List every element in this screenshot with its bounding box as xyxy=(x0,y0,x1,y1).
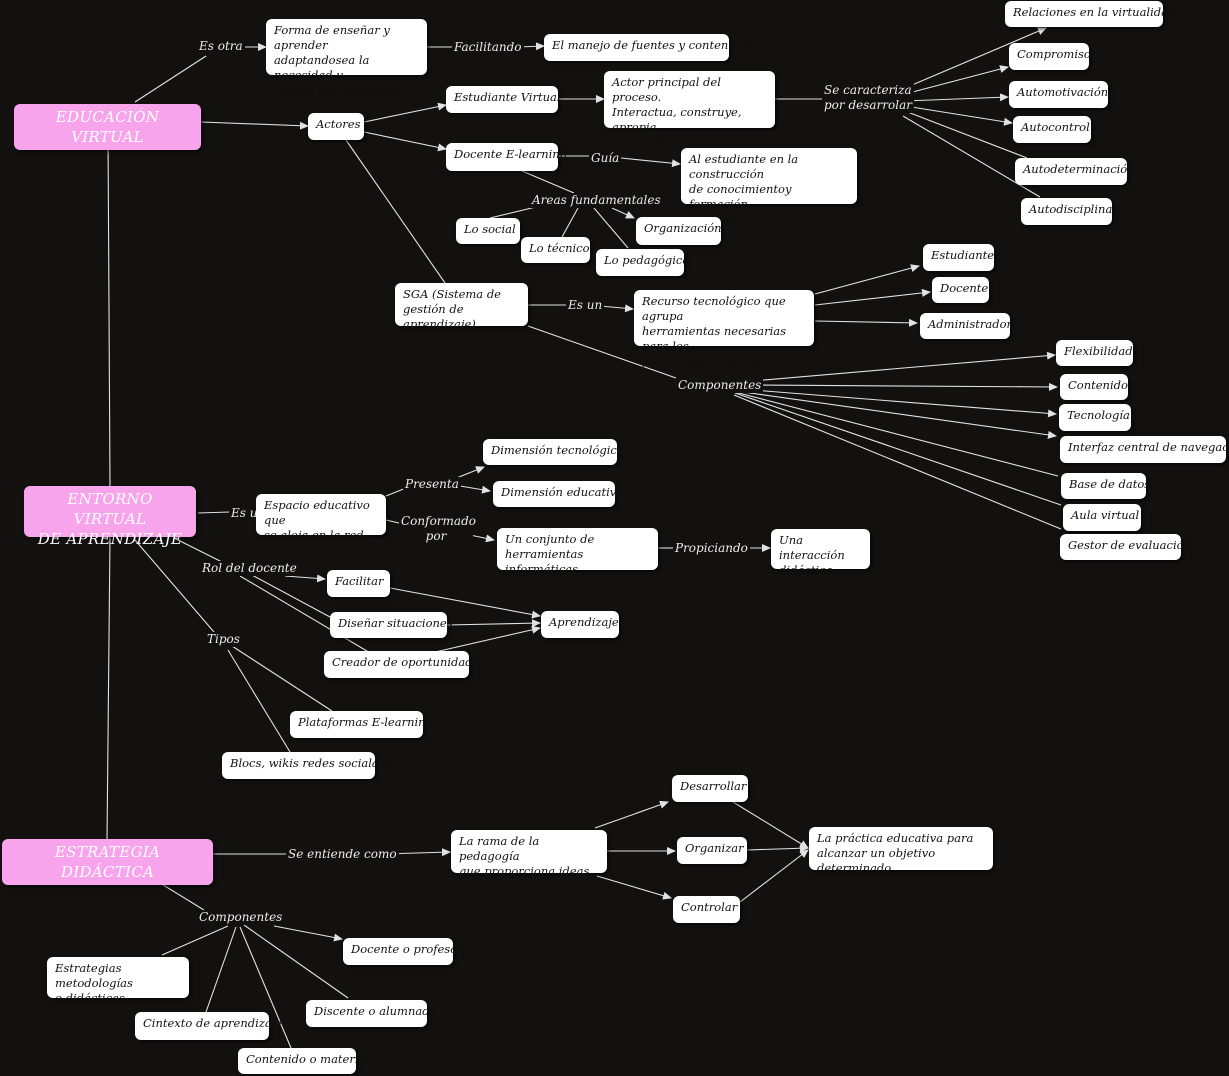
node-interaccion-didactica[interactable]: Una interacción didáctica xyxy=(771,529,870,577)
node-docente-profesor[interactable]: Docente o profesor xyxy=(343,938,463,965)
node-docente-elearning[interactable]: Docente E-learning xyxy=(446,143,567,171)
node-base-datos[interactable]: Base de datos xyxy=(1061,473,1150,499)
node-cintexto-aprendizaje[interactable]: Cintexto de aprendizaje xyxy=(135,1012,282,1040)
node-estudiante-virtual[interactable]: Estudiante Virtual xyxy=(446,86,561,113)
node-lo-pedagogico[interactable]: Lo pedagógico xyxy=(596,249,689,276)
node-lo-tecnico[interactable]: Lo técnico xyxy=(521,237,590,263)
label-tipos: Tipos xyxy=(205,632,242,647)
label-se-caracteriza: Se caracteriza por desarrolar xyxy=(822,83,914,113)
label-es-un: Es un xyxy=(566,298,605,313)
node-manejo-fuentes[interactable]: El manejo de fuentes y contenidos xyxy=(544,34,752,61)
topic-estrategia-didactica[interactable]: ESTRATEGIA DIDÁCTICA xyxy=(2,839,213,885)
node-dimension-tecnologicas[interactable]: Dimensión tecnológicas xyxy=(483,439,630,465)
topic-educacion-virtual[interactable]: EDUCACIÓN VIRTUAL xyxy=(14,104,201,150)
node-docente[interactable]: Docente xyxy=(932,277,989,303)
node-relaciones-virtualidad[interactable]: Relaciones en la virtualidad xyxy=(1005,1,1175,27)
node-organizacion[interactable]: Organización xyxy=(636,217,722,245)
node-estudiante[interactable]: Estudiante xyxy=(923,244,994,271)
node-controlar[interactable]: Controlar xyxy=(673,896,740,923)
node-desarrollar[interactable]: Desarrollar xyxy=(672,775,748,802)
node-autocontrol[interactable]: Autocontrol xyxy=(1013,116,1091,143)
node-rama-pedagogia[interactable]: La rama de la pedagogía que proporciona … xyxy=(451,830,607,893)
node-interfaz-navegacion[interactable]: Interfaz central de navegación xyxy=(1060,436,1229,463)
node-creador-oportunidades[interactable]: Creador de oportunidades xyxy=(324,651,485,678)
node-lo-social[interactable]: Lo social xyxy=(456,218,520,244)
label-facilitando: Facilitando xyxy=(452,40,524,55)
label-areas-fundamentales: Areas fundamentales xyxy=(530,193,663,208)
node-autodeterminacion[interactable]: Autodeterminación xyxy=(1015,158,1135,185)
node-administrador[interactable]: Administrador xyxy=(920,313,1012,339)
label-propiciando: Propiciando xyxy=(673,541,750,556)
node-aula-virtual[interactable]: Aula virtual xyxy=(1063,504,1141,531)
label-presenta: Presenta xyxy=(403,477,461,492)
node-autodisciplina[interactable]: Autodisciplina xyxy=(1021,198,1112,225)
node-organizar[interactable]: Organizar xyxy=(677,837,747,864)
node-dimension-educativa[interactable]: Dimensión educativa xyxy=(493,481,623,507)
node-tecnologia[interactable]: Tecnología xyxy=(1059,404,1131,431)
label-componentes-estrategia: Componentes xyxy=(197,910,285,925)
node-automotivacion[interactable]: Automotivación xyxy=(1009,81,1108,108)
node-aprendizaje[interactable]: Aprendizaje xyxy=(541,611,619,638)
node-conjunto-herramientas[interactable]: Un conjunto de herramientas informáticas xyxy=(497,528,658,576)
label-se-entiende-como: Se entiende como xyxy=(286,847,399,862)
topic-entorno-virtual[interactable]: ENTORNO VIRTUAL DE APRENDIZAJE xyxy=(24,486,196,548)
node-estrategias-metodologias[interactable]: Estrategias metodologías o didácticas xyxy=(47,957,189,1005)
label-conformado-por: Conformado por xyxy=(399,514,476,544)
label-componentes-sga: Componentes xyxy=(676,378,764,393)
node-facilitar[interactable]: Facilitar xyxy=(327,570,390,597)
node-contenido[interactable]: Contenido xyxy=(1060,374,1128,400)
node-actor-principal[interactable]: Actor principal del proceso. Interactua,… xyxy=(604,71,775,149)
node-discente-alumnado[interactable]: Discente o alumnado xyxy=(306,1000,437,1027)
node-forma-ensenar[interactable]: Forma de enseñar y aprender adaptandosea… xyxy=(266,19,427,97)
node-blocs-wikis[interactable]: Blocs, wikis redes socialaes xyxy=(222,752,392,779)
node-disenar-situaciones[interactable]: Diseñar situaciones xyxy=(330,612,453,638)
node-contenido-materia[interactable]: Contenido o materia xyxy=(238,1048,365,1074)
label-guia: Guía xyxy=(589,151,622,166)
node-al-estudiante[interactable]: Al estudiante en la construcción de cono… xyxy=(681,148,857,226)
node-recurso-tecnologico[interactable]: Recurso tecnológico que agrupa herramien… xyxy=(634,290,814,368)
node-plataformas-elearning[interactable]: Plataformas E-learning xyxy=(290,711,433,738)
label-rol-docente: Rol del docente xyxy=(200,561,299,576)
node-sga[interactable]: SGA (Sistema de gestión de aprendizaje) xyxy=(395,283,528,331)
node-practica-educativa[interactable]: La práctica educativa para alcanzar un o… xyxy=(809,827,993,875)
node-gestor-evaluacion[interactable]: Gestor de evaluación xyxy=(1060,534,1191,560)
node-flexibilidad[interactable]: Flexibilidad xyxy=(1056,340,1133,366)
node-compromiso[interactable]: Compromiso xyxy=(1009,43,1091,70)
label-es-otra: Es otra xyxy=(197,39,245,54)
node-espacio-educativo[interactable]: Espacio educativo que se aloja en la red… xyxy=(256,494,386,542)
node-actores[interactable]: Actores xyxy=(308,113,364,140)
